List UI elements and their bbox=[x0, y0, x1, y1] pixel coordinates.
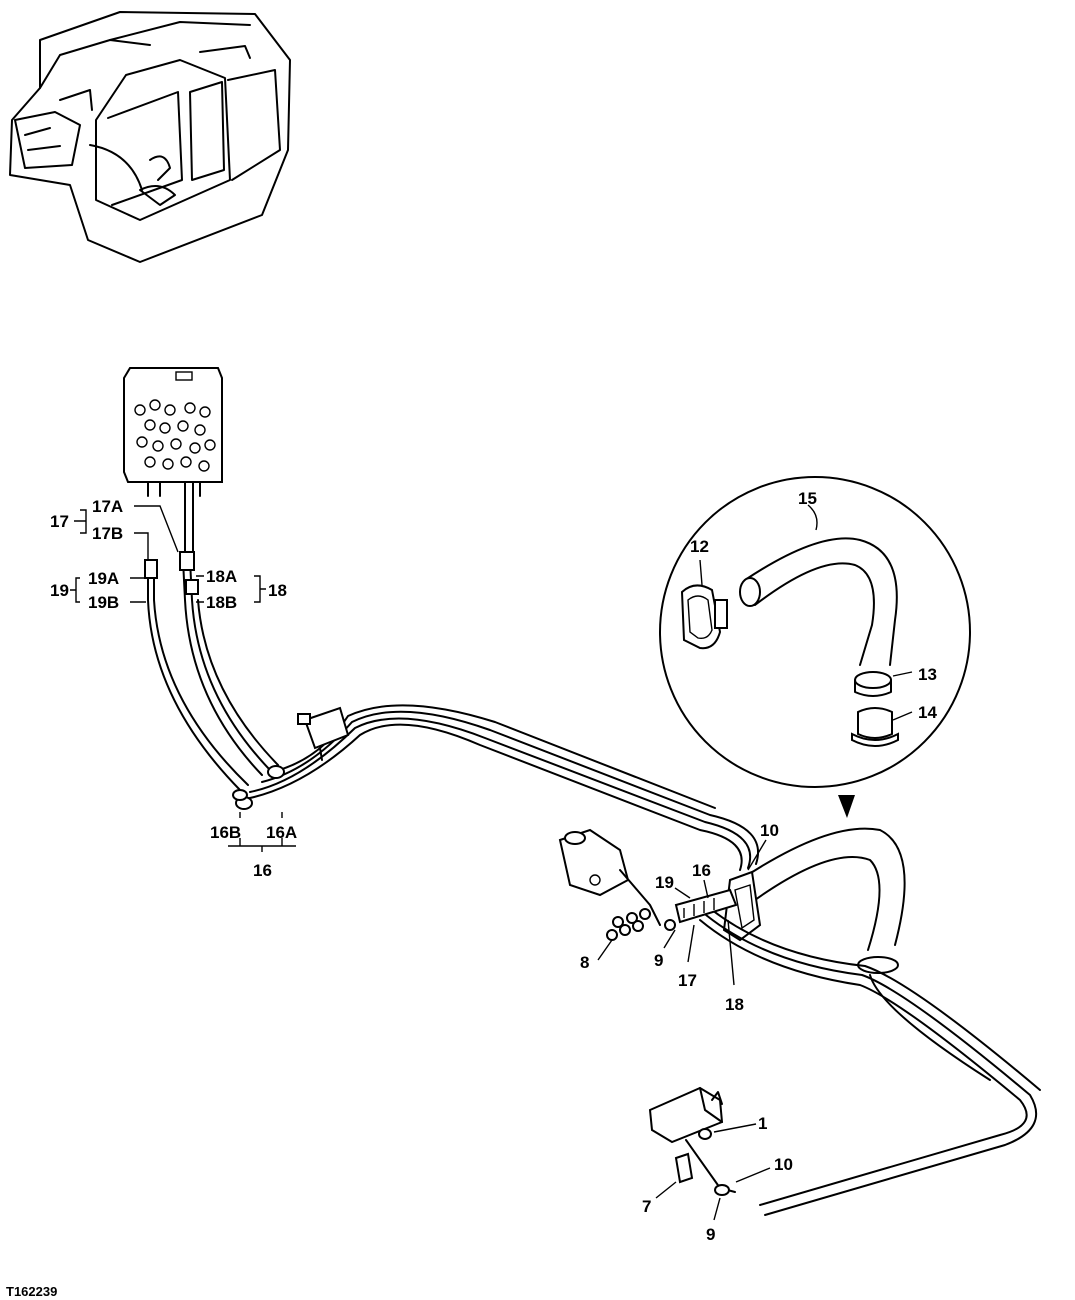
callout-16b: 16B bbox=[210, 823, 241, 842]
callout-1: 1 bbox=[758, 1114, 767, 1133]
callout-19: 19 bbox=[50, 581, 69, 600]
callout-labels: 17 17A 17B 19 19A 19B 18A 18B 18 16B 16A… bbox=[50, 489, 937, 1244]
callout-12: 12 bbox=[690, 537, 709, 556]
pilot-manifold bbox=[558, 828, 738, 941]
callout-7: 7 bbox=[642, 1197, 651, 1216]
boot-hose bbox=[699, 827, 1041, 1216]
callout-10-lower: 10 bbox=[774, 1155, 793, 1174]
callout-14: 14 bbox=[918, 703, 937, 722]
callout-18: 18 bbox=[268, 581, 287, 600]
figure-id: T162239 bbox=[6, 1284, 57, 1299]
callout-18b: 18B bbox=[206, 593, 237, 612]
callout-17a: 17A bbox=[92, 497, 123, 516]
callout-19b: 19B bbox=[88, 593, 119, 612]
callout-17: 17 bbox=[50, 512, 69, 531]
callout-16: 16 bbox=[253, 861, 272, 880]
callout-13: 13 bbox=[918, 665, 937, 684]
machine-locator-illustration bbox=[9, 11, 291, 263]
callout-18-middle: 18 bbox=[725, 995, 744, 1014]
callout-17b: 17B bbox=[92, 524, 123, 543]
callout-17-middle: 17 bbox=[678, 971, 697, 990]
callout-10-upper: 10 bbox=[760, 821, 779, 840]
callout-15: 15 bbox=[798, 489, 817, 508]
callout-8: 8 bbox=[580, 953, 589, 972]
leader-lines bbox=[70, 504, 913, 1221]
callout-16a: 16A bbox=[266, 823, 297, 842]
lower-valve bbox=[648, 1086, 736, 1196]
callout-18a: 18A bbox=[206, 567, 237, 586]
callout-16-middle: 16 bbox=[692, 861, 711, 880]
control-valve bbox=[123, 367, 223, 561]
callout-19-middle: 19 bbox=[655, 873, 674, 892]
detail-circle bbox=[659, 476, 971, 818]
callout-19a: 19A bbox=[88, 569, 119, 588]
hose-bundle bbox=[144, 551, 759, 871]
callout-9-middle: 9 bbox=[654, 951, 663, 970]
callout-9-lower: 9 bbox=[706, 1225, 715, 1244]
